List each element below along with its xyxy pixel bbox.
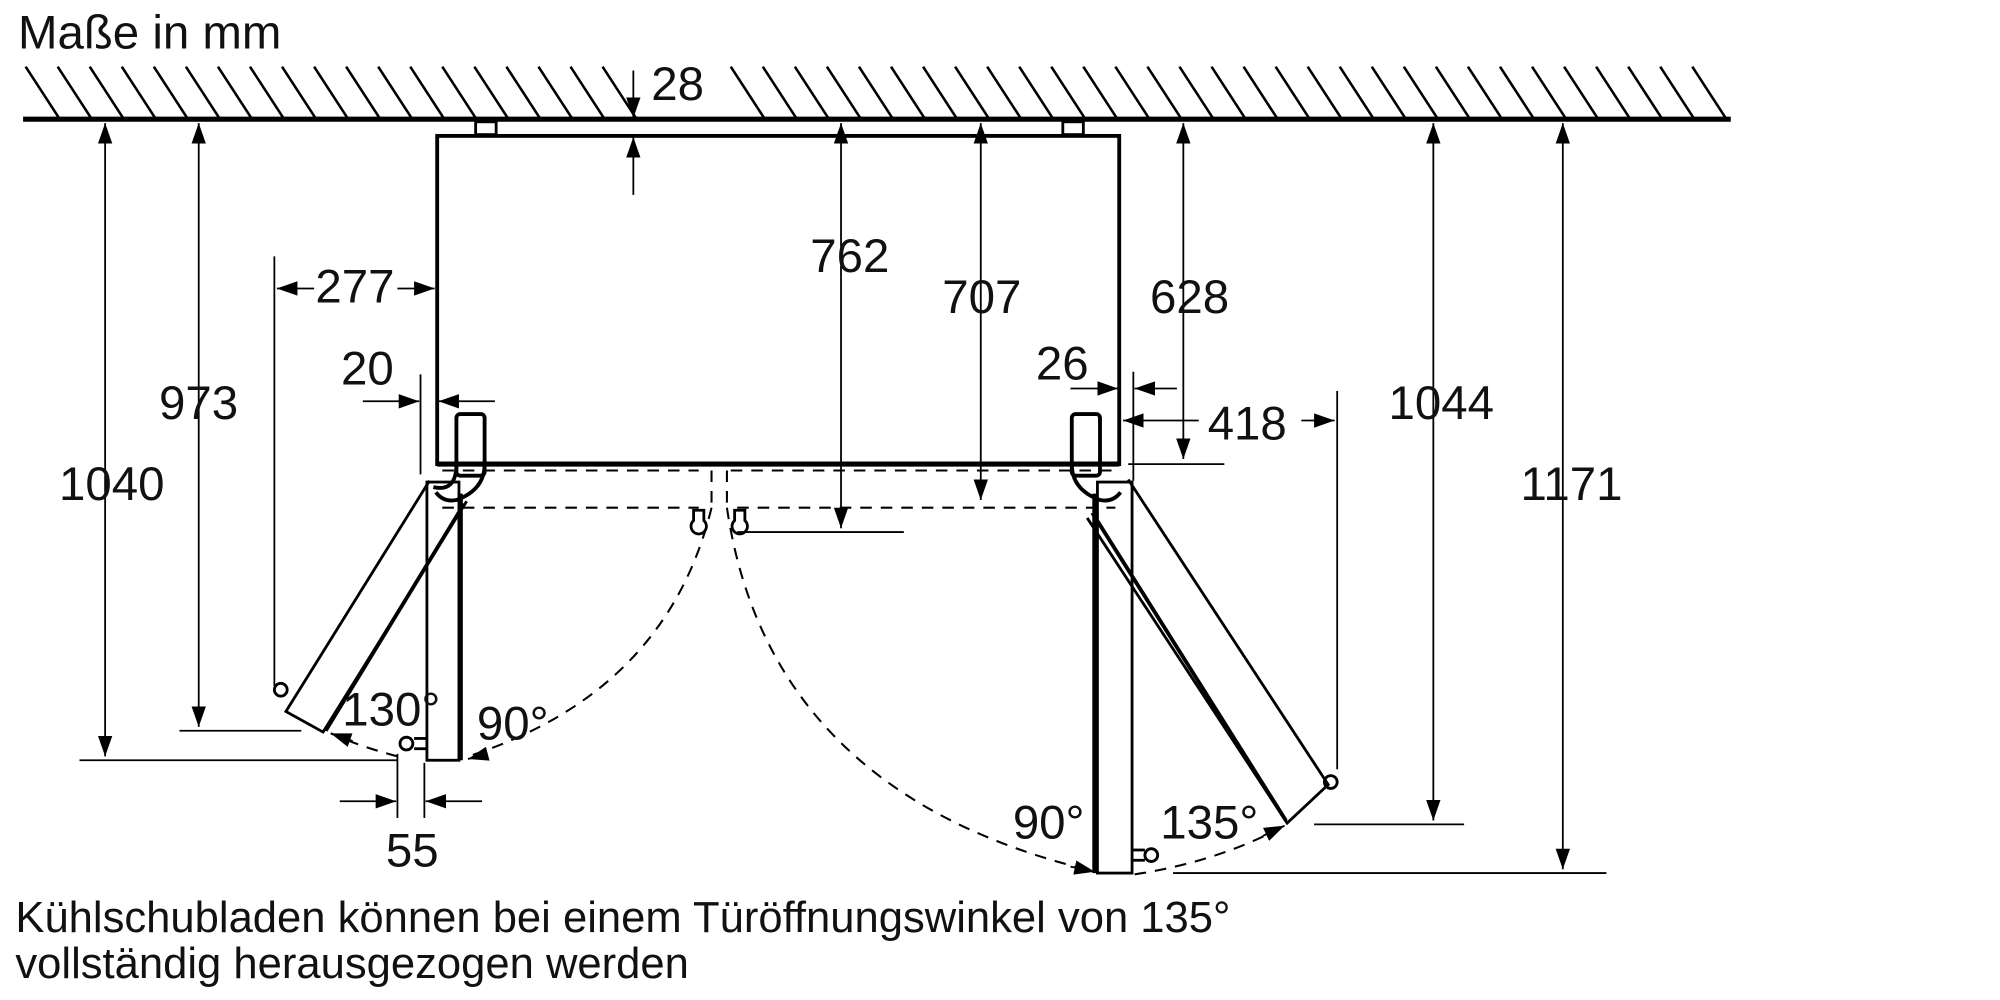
dim-707: 707 [942,271,1021,324]
dim-628: 628 [1150,271,1229,324]
dim-20: 20 [341,343,394,396]
dimension-lines [79,70,1607,874]
dim-1044: 1044 [1388,377,1494,430]
dim-28: 28 [651,58,704,111]
dim-1040: 1040 [59,458,164,511]
dim-277: 277 [315,261,394,314]
dim-973: 973 [159,377,238,430]
angle-90-left: 90° [477,698,549,751]
angle-135: 135° [1160,796,1258,849]
dim-418: 418 [1208,398,1287,451]
caption-line-1: Kühlschubladen können bei einem Türöffnu… [15,894,1230,942]
swing-arcs [330,507,1285,876]
right-door [1069,412,1339,875]
title-text: Maße in mm [18,7,281,60]
angle-130: 130° [342,684,440,737]
dim-1171: 1171 [1521,458,1623,511]
dim-762: 762 [810,230,889,283]
left-door [272,412,487,762]
fridge-body [435,120,1122,536]
wall [23,65,1731,122]
dim-26: 26 [1036,337,1089,390]
caption-line-2: vollständig herausgezogen werden [15,940,689,988]
angle-90-right: 90° [1013,796,1085,849]
dim-55: 55 [386,825,439,878]
